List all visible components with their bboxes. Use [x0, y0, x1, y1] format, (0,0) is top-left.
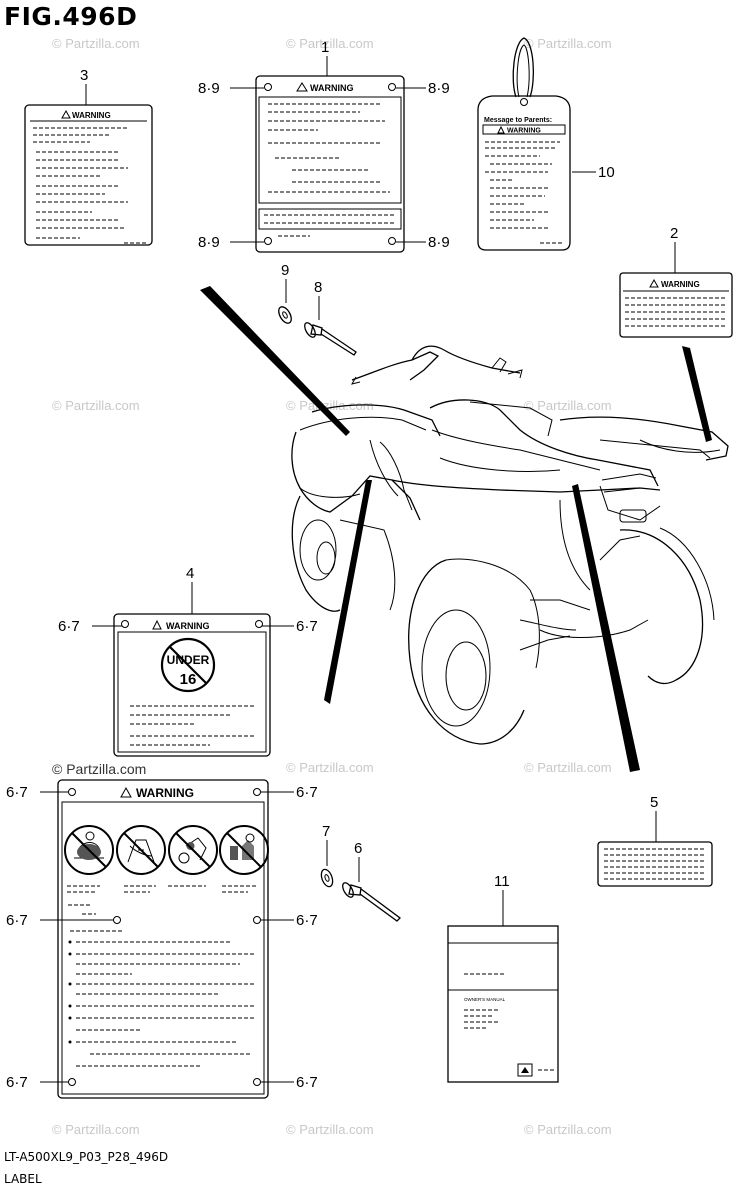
atv-illustration: [291, 345, 729, 745]
label-large-warning[interactable]: WARNING: [6, 779, 318, 1099]
warning-heading: WARNING: [72, 111, 111, 120]
label-10[interactable]: Message to Parents: WARNING 10: [477, 37, 615, 251]
under-16-icon: UNDER 16: [160, 637, 216, 693]
under-label: UNDER: [167, 653, 210, 667]
figure-code: LT-A500XL9_P03_P28_496D: [4, 1150, 169, 1164]
watermark: © Partzilla.com: [524, 1122, 612, 1137]
callout-7: 7: [322, 823, 330, 840]
warning-heading: WARNING: [507, 128, 541, 135]
mount-hole: [264, 83, 272, 91]
label-text-lines: [130, 705, 254, 746]
callout-6-7: 6·7: [296, 1074, 318, 1091]
label-2[interactable]: 2 WARNING: [619, 225, 733, 338]
callout-6-7: 6·7: [6, 912, 28, 929]
callout-9: 9: [281, 262, 289, 279]
callout-11: 11: [494, 873, 510, 890]
watermark: © Partzilla.com: [286, 760, 374, 775]
callout-6: 6: [354, 840, 362, 857]
callout-4: 4: [186, 565, 194, 582]
warning-heading: WARNING: [310, 83, 354, 93]
warning-triangle-icon: [120, 786, 132, 798]
no-stunts-icon: [168, 825, 218, 875]
figure-title: FIG.496D: [4, 2, 138, 31]
mount-hole: [388, 237, 396, 245]
label-text-lines: [604, 848, 706, 880]
callout-3: 3: [80, 67, 88, 84]
label-3[interactable]: 3 WARNING: [24, 67, 153, 246]
callout-8-9: 8·9: [198, 234, 220, 251]
warning-heading: WARNING: [661, 280, 700, 289]
label-text-lines: [33, 127, 146, 244]
watermark: © Partzilla.com: [52, 398, 140, 413]
manual-title: OWNER'S MANUAL: [464, 997, 506, 1002]
warning-heading: WARNING: [166, 621, 210, 631]
callout-6-7: 6·7: [296, 912, 318, 929]
mount-hole: [253, 1078, 261, 1086]
watermark-dark: © Partzilla.com: [52, 761, 146, 777]
callout-8-9: 8·9: [428, 234, 450, 251]
label-text-lines: [485, 141, 562, 244]
no-passenger-icon: [64, 825, 114, 875]
callout-5: 5: [650, 794, 658, 811]
mount-hole: [68, 1078, 76, 1086]
warning-triangle-icon: [61, 109, 71, 119]
no-road-icon: [116, 825, 166, 875]
watermark: © Partzilla.com: [286, 1122, 374, 1137]
figure-name: LABEL: [4, 1172, 42, 1186]
message-heading: Message to Parents:: [484, 117, 552, 124]
warning-triangle-icon: [152, 619, 162, 630]
callout-10: 10: [598, 164, 615, 181]
watermark: © Partzilla.com: [52, 36, 140, 51]
callout-6-7: 6·7: [6, 784, 28, 801]
watermarks: © Partzilla.com © Partzilla.com © Partzi…: [52, 36, 612, 1137]
watermark: © Partzilla.com: [286, 36, 374, 51]
mount-hole: [253, 788, 261, 796]
callout-2: 2: [670, 225, 678, 242]
watermark: © Partzilla.com: [286, 398, 374, 413]
warning-triangle-icon: [296, 82, 308, 92]
callout-6-7: 6·7: [6, 1074, 28, 1091]
warning-heading: WARNING: [136, 786, 194, 800]
mount-hole: [264, 237, 272, 245]
mount-hole: [113, 916, 121, 924]
label-text-lines: [264, 103, 395, 237]
suzuki-logo-icon: [517, 1063, 533, 1077]
mount-hole: [388, 83, 396, 91]
washer-7[interactable]: 7: [319, 823, 335, 888]
rivet-8[interactable]: 8: [303, 279, 357, 356]
watermark: © Partzilla.com: [524, 398, 612, 413]
warning-triangle-icon: [497, 125, 505, 134]
callout-6-7: 6·7: [296, 784, 318, 801]
callout-6-7: 6·7: [58, 618, 80, 635]
mount-hole: [121, 620, 129, 628]
watermark: © Partzilla.com: [524, 760, 612, 775]
leader-wedges: [200, 286, 712, 772]
mount-hole: [255, 620, 263, 628]
label-text-lines: [67, 885, 258, 1095]
no-drugs-alcohol-icon: [219, 825, 269, 875]
label-5[interactable]: 5: [597, 794, 713, 887]
label-1[interactable]: 1 WARNING 8·9 8·9 8·9: [198, 39, 450, 253]
age-label: 16: [180, 671, 197, 688]
rivet-6[interactable]: 6: [341, 840, 401, 922]
owners-manual-11[interactable]: 11 OWNER'S MANUAL: [447, 873, 559, 1083]
callout-6-7: 6·7: [296, 618, 318, 635]
callout-8-9: 8·9: [198, 80, 220, 97]
mount-hole: [68, 788, 76, 796]
mount-hole: [253, 916, 261, 924]
warning-triangle-icon: [649, 278, 659, 288]
hang-hole: [520, 98, 528, 106]
washer-9[interactable]: 9: [276, 262, 294, 325]
label-text-lines: [625, 297, 727, 327]
label-4[interactable]: 4 WARNING UNDER 16 6·7 6·7: [58, 565, 318, 757]
watermark: © Partzilla.com: [52, 1122, 140, 1137]
callout-8-9: 8·9: [428, 80, 450, 97]
callout-1: 1: [321, 39, 329, 56]
label-text-lines: [464, 1009, 498, 1029]
callout-8: 8: [314, 279, 322, 296]
bullet-points: [68, 940, 72, 1044]
watermark: © Partzilla.com: [524, 36, 612, 51]
